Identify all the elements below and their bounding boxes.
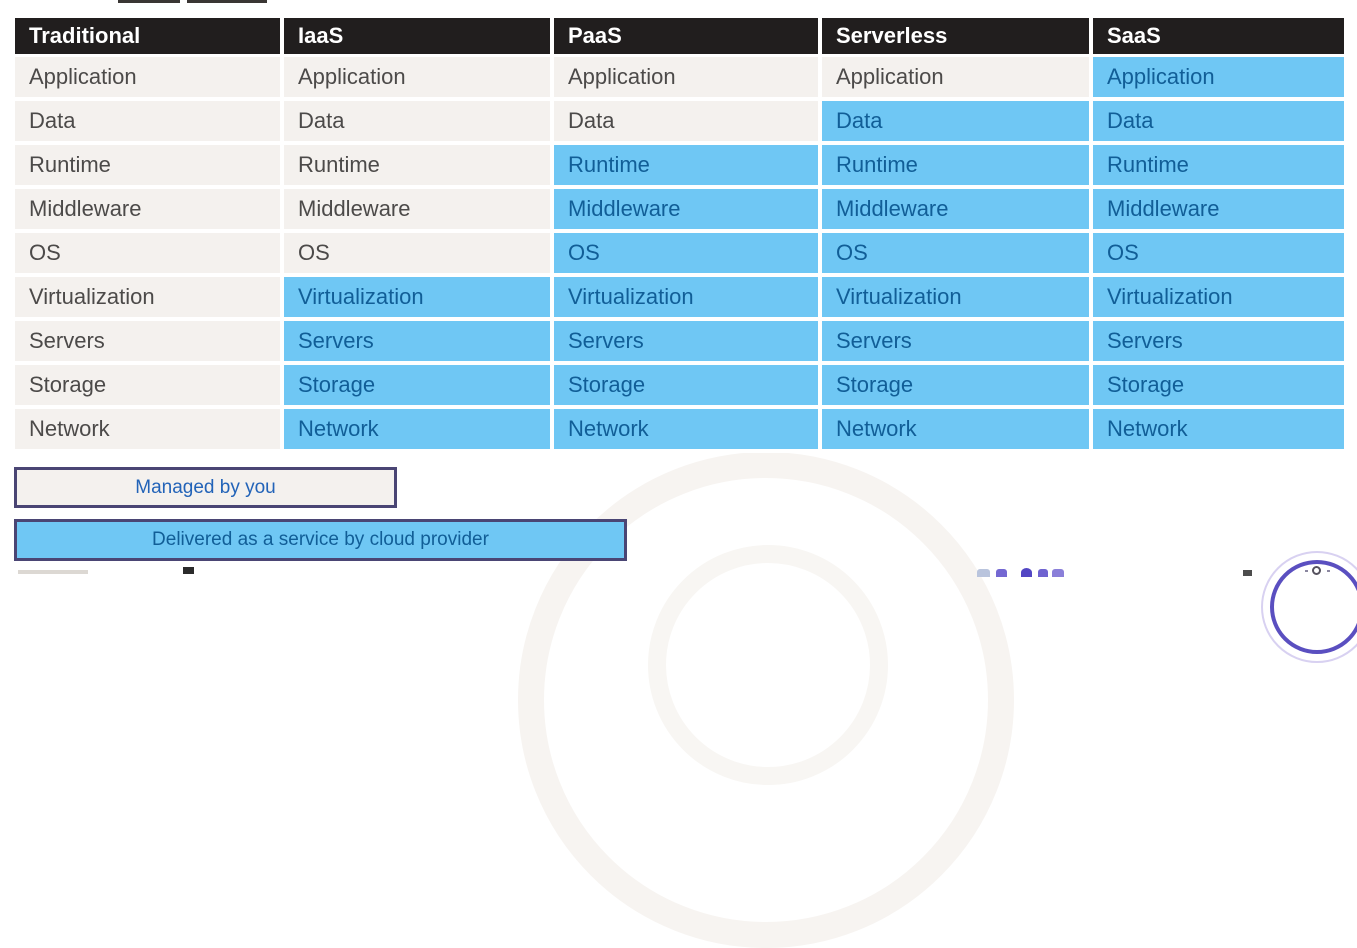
cell-paas-middleware: Middleware [554,189,822,233]
cell-iaas-virtualization: Virtualization [284,277,554,321]
cell-serverless-application: Application [822,57,1093,101]
cell-saas-middleware: Middleware [1093,189,1344,233]
cell-iaas-runtime: Runtime [284,145,554,189]
cell-saas-runtime: Runtime [1093,145,1344,189]
cutoff-wordmark-fragment [1021,568,1032,577]
cell-traditional-data: Data [15,101,284,145]
cell-serverless-runtime: Runtime [822,145,1093,189]
cell-iaas-storage: Storage [284,365,554,409]
cell-saas-os: OS [1093,233,1344,277]
cell-traditional-os: OS [15,233,284,277]
legend-service-label: Delivered as a service by cloud provider [152,529,489,550]
cell-serverless-middleware: Middleware [822,189,1093,233]
legend-managed-label: Managed by you [135,476,276,498]
cell-serverless-servers: Servers [822,321,1093,365]
cell-iaas-servers: Servers [284,321,554,365]
logo-spark-icon [1327,570,1330,572]
cell-saas-application: Application [1093,57,1344,101]
cell-traditional-virtualization: Virtualization [15,277,284,321]
cell-saas-storage: Storage [1093,365,1344,409]
cell-iaas-network: Network [284,409,554,453]
legend-delivered-as-service: Delivered as a service by cloud provider [14,519,627,561]
cell-serverless-data: Data [822,101,1093,145]
cell-iaas-application: Application [284,57,554,101]
cell-serverless-network: Network [822,409,1093,453]
cutoff-title-fragment [187,0,267,3]
cell-iaas-os: OS [284,233,554,277]
cell-traditional-storage: Storage [15,365,284,409]
cutoff-wordmark-fragment [996,569,1007,577]
cell-paas-os: OS [554,233,822,277]
column-header-saas: SaaS [1093,18,1344,57]
cutoff-wordmark-fragment [1038,569,1048,577]
cell-traditional-middleware: Middleware [15,189,284,233]
cutoff-wordmark-fragment [1052,569,1064,577]
cutoff-wordmark-fragment [1243,570,1252,576]
cutoff-caption-marks [183,567,194,574]
cutoff-title-fragment [118,0,180,3]
cell-paas-storage: Storage [554,365,822,409]
cell-paas-virtualization: Virtualization [554,277,822,321]
cell-paas-data: Data [554,101,822,145]
cell-serverless-os: OS [822,233,1093,277]
cell-traditional-application: Application [15,57,284,101]
cell-iaas-data: Data [284,101,554,145]
cutoff-caption-marks [18,570,88,574]
cell-traditional-servers: Servers [15,321,284,365]
cell-saas-network: Network [1093,409,1344,453]
cell-serverless-virtualization: Virtualization [822,277,1093,321]
column-header-serverless: Serverless [822,18,1093,57]
cell-traditional-runtime: Runtime [15,145,284,189]
slide: { "table": { "row_labels": ["Application… [14,0,1357,948]
cell-iaas-middleware: Middleware [284,189,554,233]
cell-traditional-network: Network [15,409,284,453]
legend-managed-by-you: Managed by you [14,467,397,508]
cell-serverless-storage: Storage [822,365,1093,409]
cell-paas-network: Network [554,409,822,453]
column-header-iaas: IaaS [284,18,554,57]
cell-saas-virtualization: Virtualization [1093,277,1344,321]
cell-saas-servers: Servers [1093,321,1344,365]
cell-paas-runtime: Runtime [554,145,822,189]
background-watermark-ring-inner [648,545,888,785]
logo-spark-icon [1305,570,1308,572]
cell-saas-data: Data [1093,101,1344,145]
cell-paas-application: Application [554,57,822,101]
cutoff-wordmark-fragment [977,569,990,577]
column-header-traditional: Traditional [15,18,284,57]
cell-paas-servers: Servers [554,321,822,365]
column-header-paas: PaaS [554,18,822,57]
